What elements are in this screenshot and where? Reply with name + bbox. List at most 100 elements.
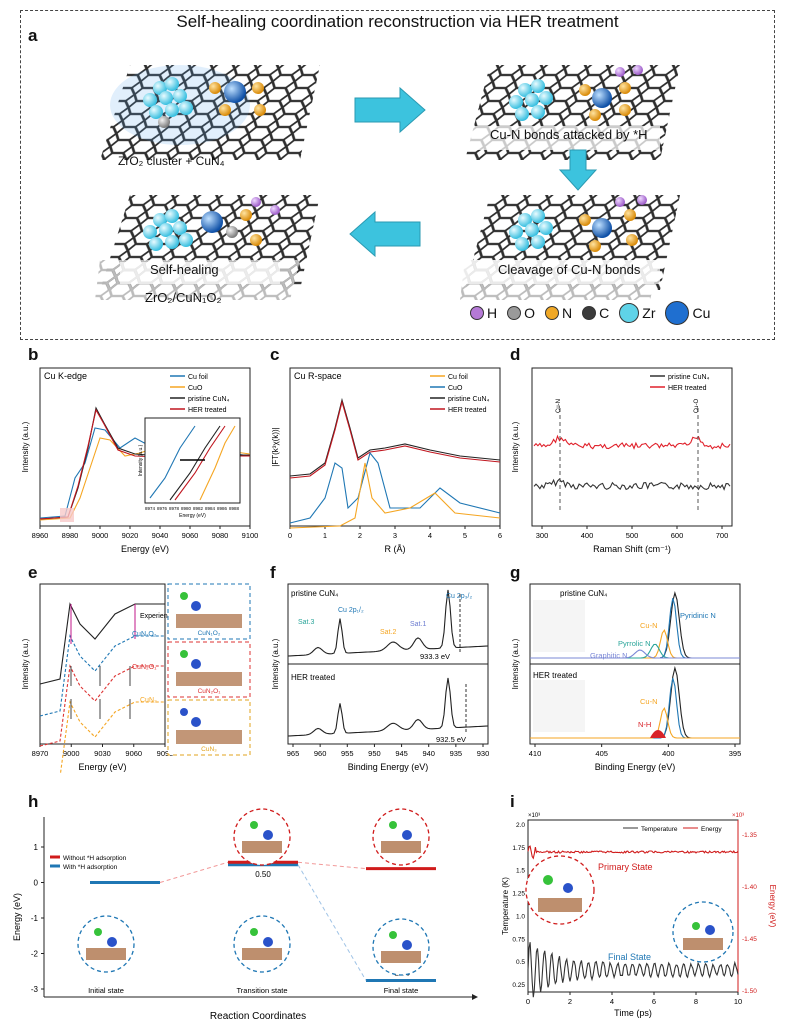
chart-h-structure-zr [389,931,397,939]
caption-top-left: ZrO₂ cluster + CuN₄ [118,154,225,168]
x-tick-label: 6 [652,997,656,1006]
panel-a-frame [20,10,775,340]
chart-h-ytick-label: 0 [34,879,39,888]
chart-h-structure-circle [372,808,430,866]
panel-c-label: c [270,345,280,364]
chart-f-peak-2p12: Cu 2p₁/₂ [338,607,364,614]
x-tick-label: 9020 [122,531,139,540]
x-tick-label: 700 [716,531,729,540]
x-tick-label: 3 [393,531,397,540]
chart-e-series-exp [39,602,165,685]
chart-h-ytick-label: -3 [31,985,39,994]
chart-b-inset-tick: 8988 [229,506,240,511]
chart-h-structure-circle [233,808,291,866]
chart-h-structure-sheet [381,951,421,963]
x-tick-label: 400 [581,531,594,540]
chart-b-inset-xlabel: Energy (eV) [179,513,206,519]
x-tick-label: 10 [734,997,742,1006]
chart-f-top-spectrum [287,589,489,657]
chart-g-bottom-title: HER treated [533,671,577,680]
chart-i-ylabel-right: Energy (eV) [768,885,777,928]
chart-b-inset-tick: 8980 [181,506,192,511]
chart-c-legend-label: CuO [448,385,463,392]
x-tick-label: 400 [662,749,675,758]
chart-c-series-cuo [289,451,501,524]
chart-b-ylabel: Intensity (a.u.) [21,421,30,472]
legend-atom-label: N [562,305,573,321]
chart-i-series-temperature [527,942,739,998]
chart-d-annotation-cuo: Cu-O [694,399,700,414]
x-tick-label: 1 [323,531,327,540]
legend-atom-0: H [470,305,497,321]
chart-i-legend-label: Energy [701,826,722,833]
sheet-top-left [100,65,320,160]
legend-atom-dot [507,306,522,320]
arrow-down [558,149,598,191]
x-tick-label: 300 [536,531,549,540]
x-tick-label: 8980 [62,531,79,540]
panel-e-label: e [28,563,38,582]
chart-b-inset-tick: 8976 [157,506,168,511]
chart-i-structure-primary [525,855,595,925]
chart-h-structure-zr [389,821,397,829]
chart-i-scale-right: ×10³ [732,813,744,819]
legend-atom-dot [665,301,690,325]
legend-atom-4: Zr [619,303,655,323]
panel-f-label: f [270,563,276,582]
chart-b-inset-tick: 8982 [193,506,204,511]
x-tick-label: 9080 [212,531,229,540]
chart-i-ytick-left: 2.0 [516,822,525,829]
chart-i-legend-label: Temperature [641,826,678,833]
x-tick-label: 8960 [32,531,49,540]
chart-e-label-3: CuN₃ [140,697,157,704]
legend-atom-label: H [487,305,498,321]
chart-b-title: Cu K-edge [44,371,87,381]
chart-h-ytick-label: -2 [31,950,39,959]
panel-g-label: g [510,563,521,582]
chart-e-structure-atom [180,592,188,600]
x-tick-label: 950 [368,749,381,758]
chart-h-connector [297,864,367,981]
chart-f-peak-sat1: Sat.1 [410,621,426,628]
legend-atom-dot [470,306,484,320]
chart-h-connector [159,861,229,883]
chart-i-ytick-right: -1.45 [742,936,757,943]
chart-b-inset-series-0 [149,425,196,499]
chart-b-legend-label: HER treated [188,407,227,414]
chart-f-value-bottom: 932.5 eV [436,735,466,744]
legend-atom-dot [582,306,597,320]
legend-atom-3: C [582,305,609,321]
chart-d-series-pristine [533,478,731,491]
x-tick-label: 4 [428,531,432,540]
chart-c-ylabel: |FT(k³χ(k))| [271,427,280,466]
chart-e-label-exp: Experience [140,613,175,620]
sheet-bottom-right [460,195,680,300]
chart-i-structure-zr [692,922,700,930]
chart-g-peak-pyrrolic: Pyrrolic N [618,639,651,648]
chart-i-annotation-final: Final State [608,952,651,962]
chart-g-bottom-nh [650,730,666,738]
chart-c-series-foil [289,462,501,529]
chart-i-structure-sheet [538,898,582,912]
x-tick-label: 395 [729,749,742,758]
chart-i-ytick-left: 1.0 [516,913,525,920]
chart-h-structure-circle [77,915,135,973]
chart-g-peak-graphitic: Graphitic N [590,651,628,660]
chart-h-state-label: Initial state [88,986,124,995]
chart-e-structure-cu [191,601,201,611]
legend-atom-label: Zr [642,305,656,321]
chart-i-xlabel: Time (ps) [614,1008,652,1018]
chart-e-label-1: CuN₁O₂ [132,631,157,638]
legend-atom-dot [619,303,640,323]
chart-h-structure-circle [233,915,291,973]
chart-e-label-2: CuN₂O₁ [132,664,157,671]
chart-b-legend-label: CuO [188,385,203,392]
chart-h-ytick-label: -1 [31,914,39,923]
chart-f-peak-2p32: Cu 2p₃/₂ [446,593,472,600]
chart-c-series-her [289,399,501,479]
chart-e-xlabel: Energy (eV) [78,762,126,772]
chart-h-xlabel: Reaction Coordinates [210,1011,306,1020]
